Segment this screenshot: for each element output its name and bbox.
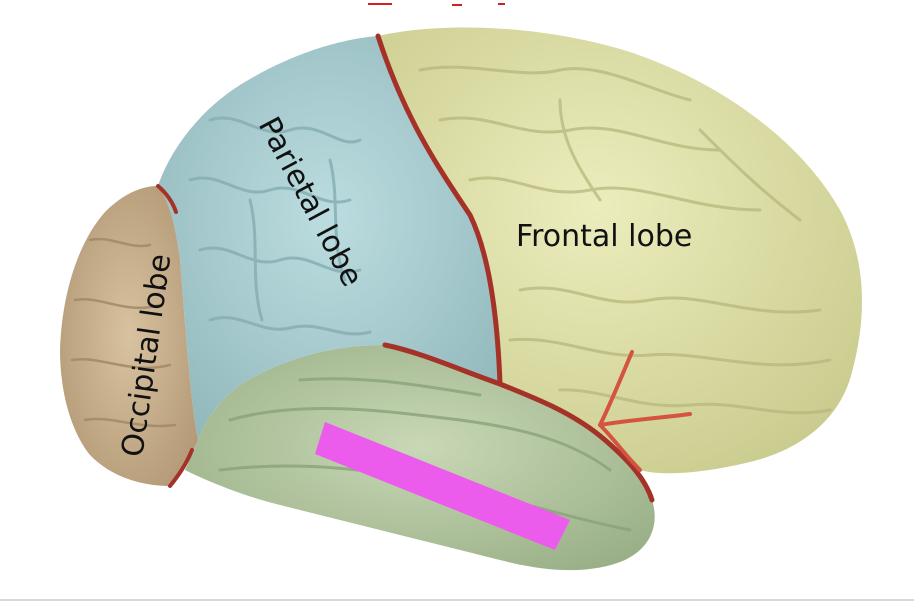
lateral-sulcus-branches xyxy=(598,350,692,472)
occipital-lobe-region xyxy=(60,186,198,486)
parietal-gyri xyxy=(188,116,372,336)
frontal-gyri xyxy=(418,65,832,415)
frontal-lobe-label: Frontal lobe xyxy=(516,219,692,254)
central-sulcus xyxy=(375,33,503,387)
parietal-lobe-region xyxy=(158,36,500,440)
highlight-marker xyxy=(315,422,570,550)
occipital-temporal-notch xyxy=(168,448,194,488)
occipital-gyri xyxy=(70,237,177,428)
top-mark xyxy=(368,3,505,6)
parieto-occipital-sulcus xyxy=(156,184,178,214)
lateral-sulcus xyxy=(382,342,655,503)
